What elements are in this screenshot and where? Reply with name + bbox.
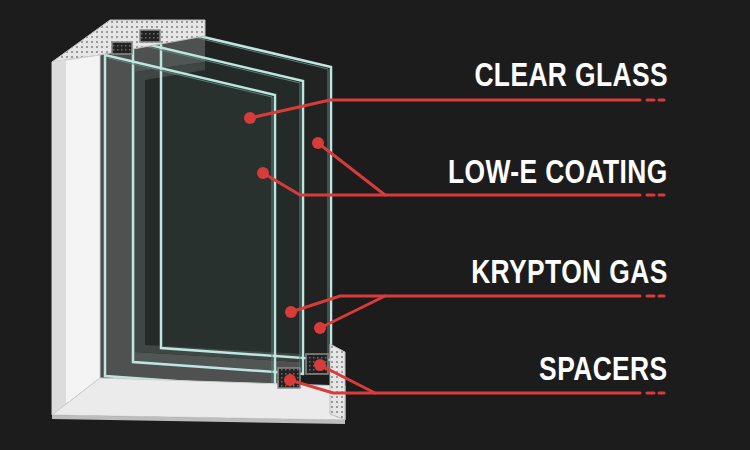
spacer	[140, 30, 160, 42]
frame-left	[52, 55, 100, 415]
part-label: KRYPTON GAS	[471, 255, 668, 289]
part-label: CLEAR GLASS	[474, 58, 668, 92]
leader-lines	[250, 100, 664, 393]
frame-top	[52, 20, 205, 62]
part-label: SPACERS	[540, 352, 668, 386]
frame-bevel	[52, 415, 345, 424]
spacer	[278, 368, 300, 388]
leader-dots	[244, 112, 326, 386]
glass-panes	[105, 27, 331, 388]
part-label: LOW-E COATING	[448, 155, 668, 189]
spacer	[306, 354, 328, 374]
glass-edge	[108, 30, 328, 384]
frame-bevel	[52, 60, 66, 415]
spacer	[112, 42, 132, 54]
frame-section	[330, 344, 345, 420]
